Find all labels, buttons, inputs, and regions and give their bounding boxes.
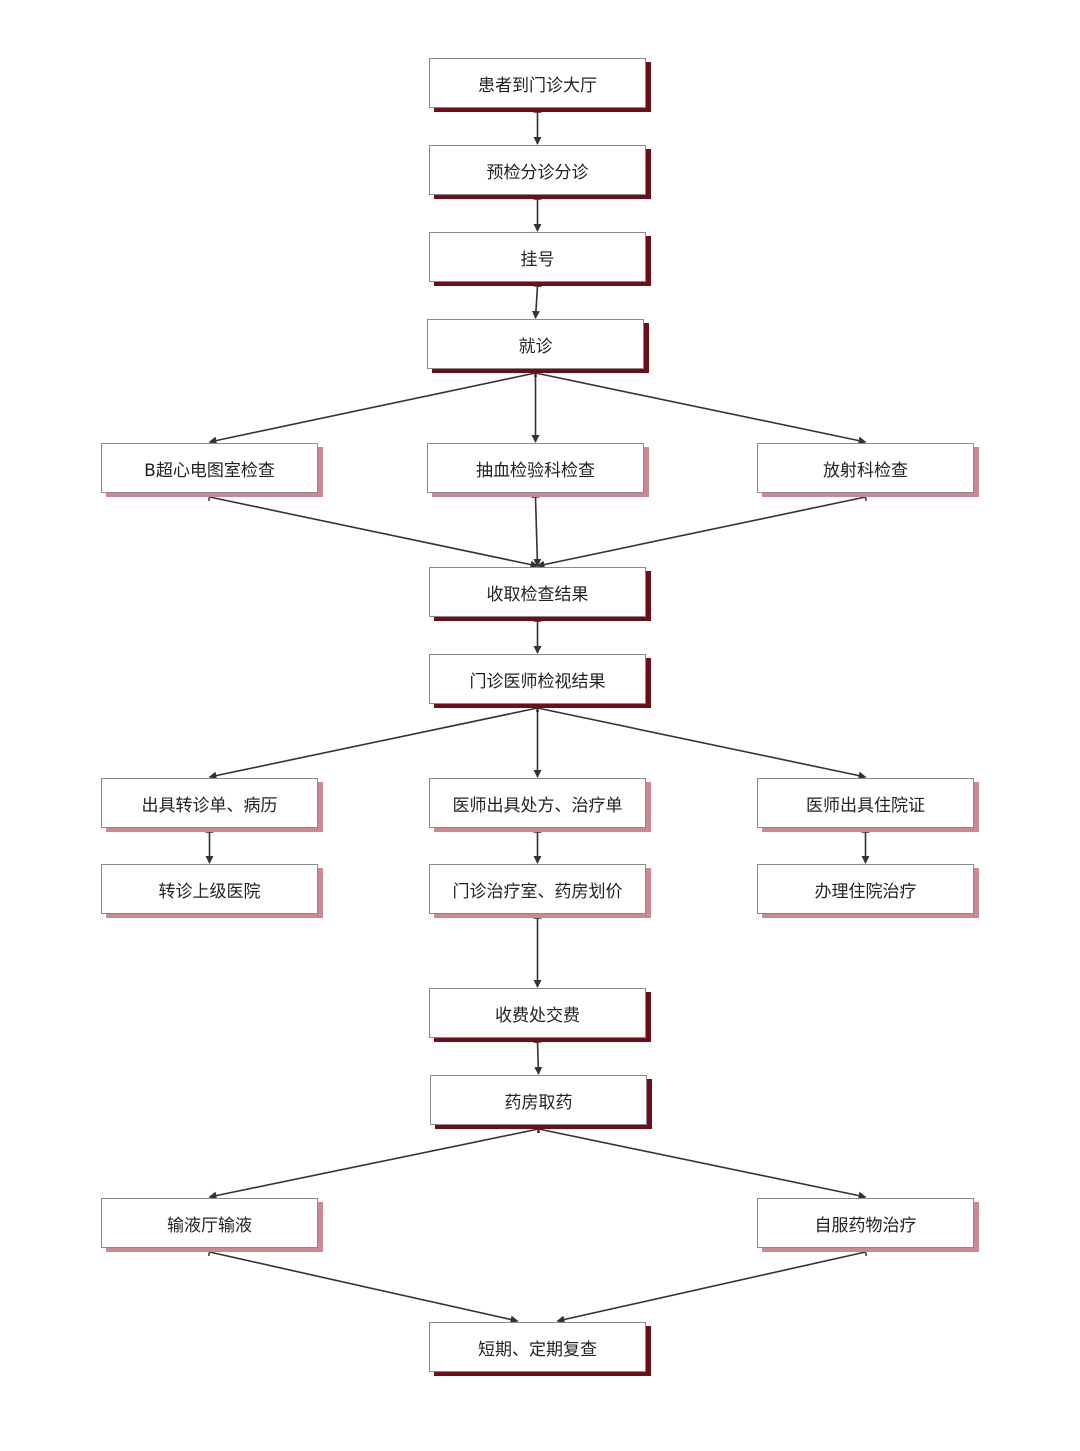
connector-review_results-to-admission_cert xyxy=(535,703,867,780)
node-treatment-room-pricing: 门诊治疗室、药房划价 xyxy=(429,864,646,914)
node-self-medication: 自服药物治疗 xyxy=(757,1198,974,1248)
node-infusion-hall: 输液厅输液 xyxy=(101,1198,318,1248)
connector-payment-to-pharmacy xyxy=(533,1041,543,1075)
connector-pharmacy-to-self_medication xyxy=(536,1124,867,1200)
node-radiology-exam: 放射科检查 xyxy=(757,443,974,493)
node-registration: 挂号 xyxy=(429,232,646,282)
node-doctor-review-results: 门诊医师检视结果 xyxy=(429,654,646,704)
node-inpatient-treatment: 办理住院治疗 xyxy=(757,864,974,914)
node-follow-up-check: 短期、定期复查 xyxy=(429,1322,646,1372)
node-consultation: 就诊 xyxy=(427,319,644,369)
node-pre-triage: 预检分诊分诊 xyxy=(429,145,646,195)
connector-ultrasound-to-collect_results xyxy=(207,492,539,569)
connector-pharmacy-to-infusion xyxy=(208,1124,541,1200)
node-collect-results: 收取检查结果 xyxy=(429,567,646,617)
connector-infusion-to-followup xyxy=(207,1247,519,1324)
connector-radiology-to-collect_results xyxy=(536,492,868,569)
connector-blood-to-collect_results xyxy=(531,496,542,567)
node-arrive-hall: 患者到门诊大厅 xyxy=(429,58,646,108)
connector-consult-to-radiology xyxy=(533,368,867,445)
connector-self_medication-to-followup xyxy=(556,1247,868,1324)
node-transfer-hospital: 转诊上级医院 xyxy=(101,864,318,914)
connector-review_results-to-referral_docs xyxy=(208,703,540,780)
connector-register-to-consult xyxy=(531,285,542,319)
node-blood-lab-exam: 抽血检验科检查 xyxy=(427,443,644,493)
node-referral-documents: 出具转诊单、病历 xyxy=(101,778,318,828)
node-prescription: 医师出具处方、治疗单 xyxy=(429,778,646,828)
node-cashier-payment: 收费处交费 xyxy=(429,988,646,1038)
node-admission-certificate: 医师出具住院证 xyxy=(757,778,974,828)
node-ultrasound-ecg-exam: B超心电图室检查 xyxy=(101,443,318,493)
connector-consult-to-ultrasound xyxy=(208,368,538,445)
node-pharmacy-pickup: 药房取药 xyxy=(430,1075,647,1125)
